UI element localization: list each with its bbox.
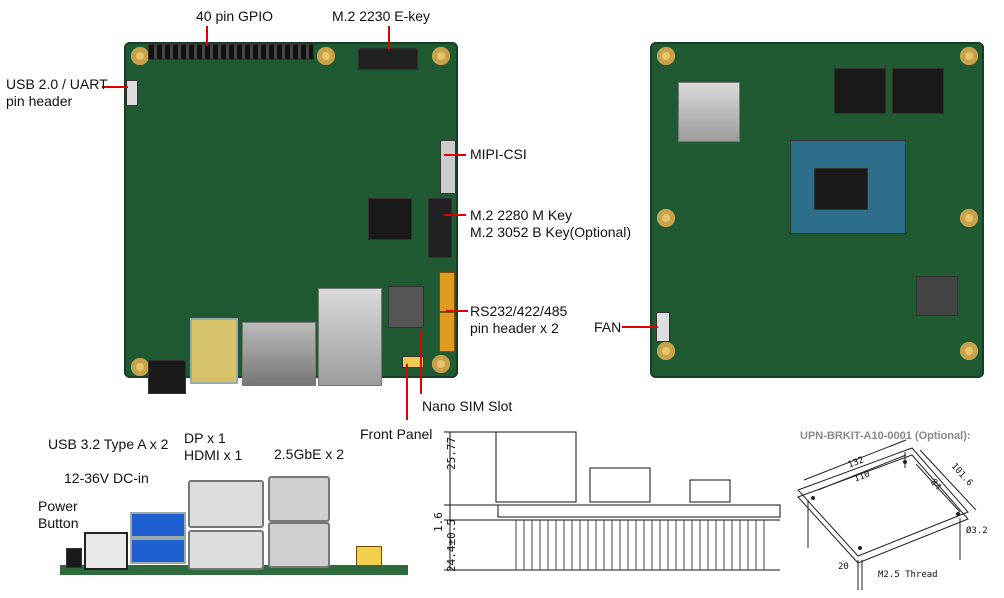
label-m2-e-key: M.2 2230 E-key bbox=[332, 8, 431, 24]
gpio-header-graphic bbox=[148, 44, 314, 60]
label-bracket: UPN-BRKIT-A10-0001 (Optional): bbox=[800, 430, 971, 442]
dim-bracket-thread: M2.5 Thread bbox=[878, 570, 938, 580]
label-dc-in: 12-36V DC-in bbox=[64, 470, 149, 486]
leader-mipi bbox=[444, 154, 466, 156]
mount-hole bbox=[432, 47, 450, 65]
dim-bracket-post: 20 bbox=[838, 562, 849, 572]
soc-heatspreader-graphic bbox=[678, 82, 740, 142]
leader-rs232 bbox=[446, 310, 468, 312]
label-nano-sim: Nano SIM Slot bbox=[422, 398, 513, 414]
dc-jack-graphic bbox=[148, 360, 186, 394]
label-gbe: 2.5GbE x 2 bbox=[274, 446, 345, 462]
inductor-graphic bbox=[916, 276, 958, 316]
mount-hole bbox=[131, 358, 149, 376]
power-button-graphic bbox=[66, 548, 82, 568]
usb-uart-header-graphic bbox=[126, 80, 138, 106]
label-power-button: Power Button bbox=[38, 498, 79, 531]
mount-hole bbox=[960, 209, 978, 227]
label-fan: FAN bbox=[594, 319, 622, 335]
mount-hole bbox=[960, 342, 978, 360]
mount-hole bbox=[432, 355, 450, 373]
displayport-graphic bbox=[188, 480, 264, 528]
memory-chip-graphic bbox=[892, 68, 944, 114]
label-mipi-csi: MIPI-CSI bbox=[470, 146, 527, 162]
usb-port-graphic bbox=[190, 318, 238, 384]
mount-hole bbox=[657, 47, 675, 65]
label-dp-hdmi: DP x 1 HDMI x 1 bbox=[184, 430, 243, 463]
mount-hole bbox=[960, 47, 978, 65]
usb32-port-graphic bbox=[130, 512, 186, 538]
leader-m2-m bbox=[444, 214, 466, 216]
label-usb32: USB 3.2 Type A x 2 bbox=[48, 436, 169, 452]
dc-in-jack-graphic bbox=[84, 532, 128, 570]
mipi-connector-graphic bbox=[440, 140, 456, 194]
mount-hole bbox=[131, 47, 149, 65]
hdmi-dp-port-graphic bbox=[242, 322, 316, 386]
leader-usb-uart bbox=[102, 86, 128, 88]
usb32-port-graphic bbox=[130, 538, 186, 564]
label-usb-uart: USB 2.0 / UART pin header bbox=[6, 76, 108, 109]
memory-chip-graphic bbox=[834, 68, 886, 114]
mount-hole bbox=[317, 47, 335, 65]
leader-fan bbox=[622, 326, 658, 328]
leader-m2-e bbox=[388, 26, 390, 50]
label-gpio: 40 pin GPIO bbox=[196, 8, 274, 24]
mount-hole bbox=[657, 342, 675, 360]
nano-sim-slot-graphic bbox=[388, 286, 424, 328]
label-rs232: RS232/422/485 pin header x 2 bbox=[470, 303, 568, 336]
label-front-panel: Front Panel bbox=[360, 426, 433, 442]
cpu-die-graphic bbox=[814, 168, 868, 210]
leader-front-panel bbox=[406, 364, 408, 420]
m2-m-key-slot-graphic bbox=[428, 198, 452, 258]
io-side-view-pcb bbox=[60, 565, 408, 575]
label-m2-m-key: M.2 2280 M Key M.2 3052 B Key(Optional) bbox=[470, 207, 632, 240]
hdmi-port-graphic bbox=[188, 530, 264, 570]
dim-bracket-hole: Ø3.2 bbox=[966, 526, 988, 536]
leader-nano-sim bbox=[420, 330, 422, 394]
rj45-port-graphic bbox=[268, 476, 330, 522]
io-connector-graphic bbox=[356, 546, 382, 566]
rs232-header-graphic bbox=[439, 312, 455, 352]
processor-chip-graphic bbox=[368, 198, 412, 240]
rj45-port-graphic bbox=[268, 522, 330, 568]
mount-hole bbox=[657, 209, 675, 227]
rj45-port-graphic bbox=[318, 288, 382, 386]
leader-gpio bbox=[206, 26, 208, 46]
